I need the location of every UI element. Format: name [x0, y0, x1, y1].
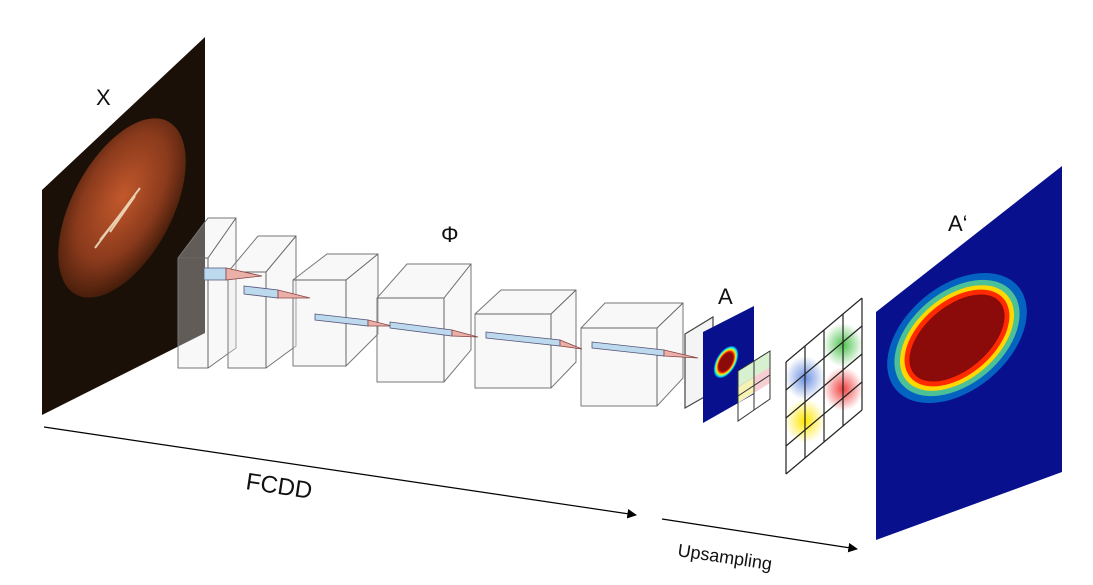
fcdd-arrow: [43, 426, 637, 519]
feature-block-6: [580, 302, 684, 407]
upsampling-label: Upsampling: [676, 540, 773, 574]
network-label: Φ: [441, 222, 459, 247]
feature-block-2: [227, 235, 297, 369]
heatmap-label: A: [718, 284, 733, 309]
anomaly-region-large: [887, 272, 1027, 404]
heatmap-A-upsampled: [876, 166, 1062, 540]
upsampling-arrow: [661, 518, 858, 553]
fcdd-label: FCDD: [244, 468, 314, 505]
kernel-4: [389, 321, 479, 338]
kernel-5: [485, 331, 583, 350]
feature-block-3: [292, 253, 379, 367]
kernel-2: [243, 285, 311, 299]
conv-kernels: [203, 267, 699, 359]
input-label: X: [96, 85, 111, 110]
kernel-1: [203, 267, 263, 281]
feature-block-4: [376, 263, 472, 383]
crack-texture: [94, 187, 141, 249]
kernel-6: [591, 341, 699, 359]
hazelnut-image: [58, 118, 186, 298]
kernel-grid-small: [737, 350, 771, 422]
kernel-3: [314, 313, 393, 327]
upsampled-label: A‘: [948, 211, 968, 236]
upsampling-grid: [785, 297, 863, 475]
input-image: [42, 37, 205, 415]
anomaly-region-small: [713, 345, 739, 379]
